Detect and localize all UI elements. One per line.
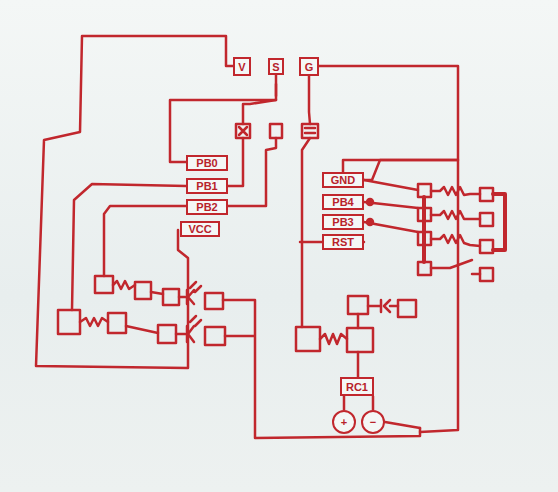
chip-pin: PB3 bbox=[322, 214, 364, 230]
resistor-symbol bbox=[113, 281, 135, 289]
wire-connector bbox=[343, 396, 346, 410]
led-symbol bbox=[176, 316, 201, 342]
component-box bbox=[158, 325, 176, 343]
wire bbox=[228, 138, 276, 206]
wire bbox=[243, 84, 276, 124]
component-box bbox=[95, 276, 113, 293]
pin-label: V bbox=[238, 61, 245, 73]
wire bbox=[385, 422, 420, 428]
pin-label: RST bbox=[332, 236, 354, 248]
header-pin: V bbox=[233, 57, 251, 76]
wire bbox=[151, 292, 163, 294]
component-box bbox=[236, 124, 250, 138]
wire bbox=[36, 36, 233, 368]
pin-label: RC1 bbox=[346, 381, 368, 393]
wire bbox=[104, 206, 186, 276]
component-box bbox=[480, 213, 493, 226]
chip-pin: RST bbox=[322, 234, 364, 250]
wire bbox=[126, 326, 158, 333]
wire bbox=[72, 184, 186, 310]
chip-pin: VCC bbox=[180, 221, 220, 237]
chip-pin: PB2 bbox=[186, 199, 228, 215]
resistor-symbol bbox=[431, 235, 480, 246]
wire bbox=[309, 75, 310, 124]
pin-label: GND bbox=[331, 174, 355, 186]
component-box bbox=[163, 289, 179, 305]
pin-label: G bbox=[305, 61, 314, 73]
pin-label: S bbox=[272, 61, 279, 73]
component-mark bbox=[305, 128, 315, 133]
pin-label: VCC bbox=[188, 223, 211, 235]
pin-label: PB2 bbox=[196, 201, 217, 213]
resistor-symbol bbox=[320, 334, 347, 344]
component-box bbox=[480, 268, 493, 281]
battery-terminal: − bbox=[361, 410, 385, 434]
component-box bbox=[480, 240, 493, 253]
led-symbol bbox=[179, 282, 201, 304]
chip-pin: GND bbox=[322, 172, 364, 188]
component-box bbox=[270, 124, 282, 138]
component-box bbox=[480, 188, 493, 201]
wire bbox=[302, 138, 310, 327]
wire bbox=[357, 314, 360, 377]
bus-wire bbox=[424, 194, 505, 262]
component-box bbox=[418, 262, 431, 275]
chip-pin: PB4 bbox=[322, 194, 364, 210]
pin-label: PB0 bbox=[196, 157, 217, 169]
pin-label: PB1 bbox=[196, 180, 217, 192]
wire bbox=[300, 180, 418, 242]
component-mark bbox=[239, 127, 247, 135]
pin-label: + bbox=[341, 416, 347, 428]
component-box bbox=[348, 296, 368, 314]
component-box bbox=[302, 124, 318, 138]
chip-pin: PB1 bbox=[186, 178, 228, 194]
component-box bbox=[398, 300, 416, 317]
pin-label: PB4 bbox=[332, 196, 353, 208]
chip-pin: PB0 bbox=[186, 155, 228, 171]
component-box bbox=[58, 310, 80, 334]
wire-connector bbox=[372, 396, 375, 410]
component-box bbox=[205, 327, 225, 345]
component-box bbox=[296, 327, 320, 351]
header-pin: S bbox=[268, 58, 284, 75]
wire bbox=[228, 138, 243, 186]
component-box bbox=[347, 328, 373, 352]
wire bbox=[364, 160, 458, 432]
component-box bbox=[135, 282, 151, 299]
component-box bbox=[205, 293, 223, 309]
diode-symbol bbox=[368, 300, 398, 312]
header-pin: G bbox=[299, 57, 319, 76]
component-box bbox=[418, 184, 431, 197]
resistor-symbol bbox=[80, 318, 108, 326]
switch-symbol bbox=[431, 260, 480, 274]
component-box bbox=[108, 313, 126, 333]
battery-terminal: + bbox=[332, 410, 356, 434]
resistor-symbol bbox=[431, 187, 480, 195]
wire-connector bbox=[319, 66, 458, 172]
resistor-symbol bbox=[431, 211, 480, 219]
wire bbox=[223, 300, 420, 438]
wire-connector bbox=[170, 75, 276, 162]
pin-label: − bbox=[370, 416, 376, 428]
component-label: RC1 bbox=[340, 377, 374, 396]
pin-label: PB3 bbox=[332, 216, 353, 228]
